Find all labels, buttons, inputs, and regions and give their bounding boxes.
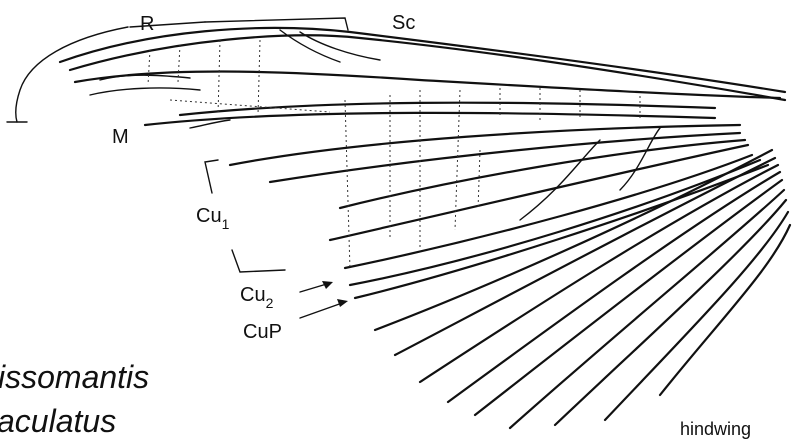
species-line-2: aculatus (0, 403, 116, 439)
anal-vein-6 (510, 190, 784, 428)
label-cu2: Cu2 (240, 284, 274, 311)
label-hindwing: hindwing (680, 419, 751, 439)
anal-vein-9 (660, 225, 790, 395)
anal-vein-7 (555, 200, 786, 425)
cu1-branch-3 (340, 140, 745, 208)
species-line-1: issomantis (0, 359, 149, 395)
cross-vein-1 (148, 50, 150, 85)
anal-vein-1 (375, 150, 772, 330)
cu1-branch-1 (230, 125, 740, 165)
cross-vein-5 (345, 100, 350, 270)
cup-arrowhead (337, 299, 348, 307)
label-cu2-sub: 2 (266, 295, 274, 311)
label-cu1-sub: 1 (222, 216, 230, 232)
label-r: R (140, 13, 154, 35)
cross-vein-3 (218, 40, 220, 115)
label-cu1: Cu1 (196, 205, 230, 232)
r-branch-4 (90, 88, 200, 95)
cross-vein-4 (258, 40, 260, 115)
cu1-branch-4 (330, 145, 748, 240)
label-m: M (112, 126, 129, 148)
cu1-fork-2 (620, 128, 660, 190)
label-sc: Sc (392, 12, 415, 34)
cross-vein-13 (478, 150, 480, 210)
cross-vein-8 (455, 90, 460, 230)
base-arc (16, 27, 128, 122)
cu1-branch-2 (270, 133, 740, 182)
m-vein (145, 113, 715, 125)
label-cu2-main: Cu (240, 284, 266, 306)
label-cup: CuP (243, 321, 282, 343)
cup-arrow (300, 302, 345, 318)
sc-vein (70, 35, 785, 100)
label-cu1-main: Cu (196, 205, 222, 227)
